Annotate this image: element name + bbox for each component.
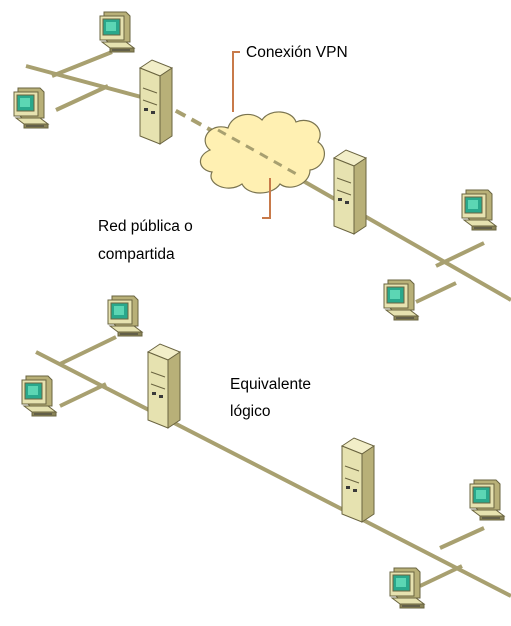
public-network-label-line2: compartida: [98, 246, 175, 263]
server-icon: [333, 149, 367, 235]
computer-icon: [13, 87, 49, 129]
computer-icon: [107, 295, 143, 337]
computer-icon: [383, 279, 419, 321]
bottom-lan-cables: [35, 335, 511, 598]
computer-icon: [21, 375, 57, 417]
computer-icon: [99, 11, 135, 53]
computer-icon: [461, 189, 497, 231]
vpn-connection-label: Conexión VPN: [246, 44, 348, 61]
server-icon: [341, 437, 375, 523]
server-icon: [147, 343, 181, 429]
logical-equivalent-label-line1: Equivalente: [230, 376, 311, 393]
public-network-label-line1: Red pública o: [98, 218, 193, 235]
bottom-network: Equivalente lógico: [21, 295, 511, 609]
vpn-label-leader: [232, 51, 240, 112]
computer-icon: [469, 479, 505, 521]
server-icon: [139, 59, 173, 145]
top-network: Conexión VPN Red pública o compartida: [13, 11, 511, 321]
computer-icon: [389, 567, 425, 609]
internet-cloud: [199, 111, 326, 194]
cloud-label-leader: [262, 178, 271, 219]
logical-equivalent-label-line2: lógico: [230, 403, 271, 420]
